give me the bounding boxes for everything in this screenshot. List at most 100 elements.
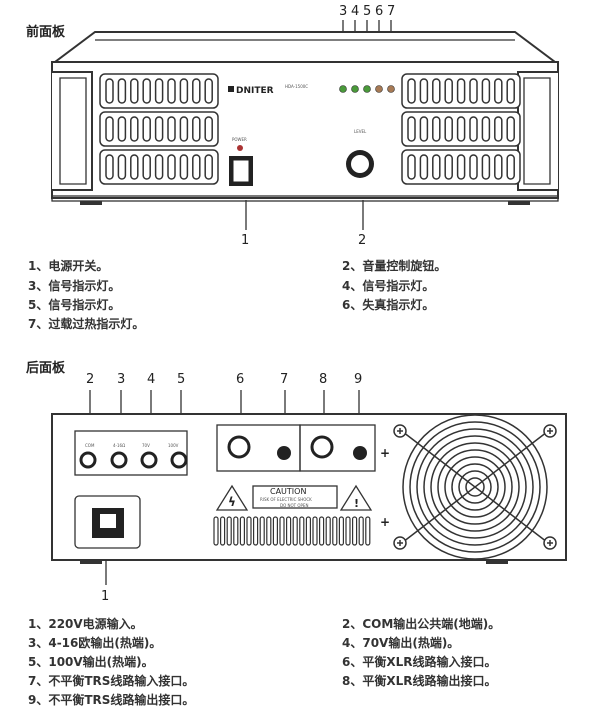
vent-slot [286,516,292,546]
fan-grill-ring [416,428,534,546]
legend-item: 5、100V输出(热端)。 [28,654,154,669]
vent-slot [142,78,151,104]
legend-item: 7、不平衡TRS线路输入接口。 [28,673,194,688]
volume-knob[interactable] [346,150,374,178]
svg-text:2: 2 [86,372,94,387]
legend-item: 1、电源开关。 [28,258,108,273]
vent-slot [345,516,351,546]
svg-text:8: 8 [319,372,327,387]
brand-logo: DNITER HDA-1500C [228,84,308,96]
vent-slot [142,154,151,180]
vent-slot [239,516,245,546]
vent-slot [117,116,127,142]
callout-1: 1 [241,233,249,248]
vent-slot [432,78,441,104]
vent-slot [213,516,219,546]
right-vent [401,73,521,185]
fan-grill-ring [444,456,506,518]
vent-slot [117,78,127,104]
vent-slot [154,116,164,142]
vent-slot [226,516,232,546]
vent-slot [204,78,213,104]
callout-7: 7 [387,4,395,19]
svg-text:RISK OF ELECTRIC SHOCK: RISK OF ELECTRIC SHOCK [260,497,312,502]
fan-grill-ring [437,449,513,525]
svg-text:!: ! [354,497,359,510]
vent-slot [179,78,189,104]
vent-slot [456,154,466,180]
callout-2: 2 [358,233,366,248]
vent-slot [506,116,515,142]
vent-slot [117,154,127,180]
power-switch[interactable] [229,156,253,186]
vent-slot [179,116,189,142]
binding-post [140,451,158,469]
front-panel-title: 前面板 [26,24,66,40]
vent-slot [192,154,201,180]
svg-text:+: + [380,446,390,460]
vent-slot [272,516,278,546]
legend-item: 6、失真指示灯。 [342,297,434,312]
fan-grill-ring [402,414,548,560]
legend-item: 5、信号指示灯。 [28,297,120,312]
vent-slot [444,78,453,104]
vent-slot [432,154,441,180]
vent-slot [407,116,416,142]
legend-item: 2、COM输出公共端(地端)。 [342,616,500,631]
vent-slot [154,154,164,180]
vent-slot [167,116,176,142]
vent-slot [358,516,364,546]
vent-slot [192,78,201,104]
vent-slot [365,516,371,546]
left-handle [52,71,93,191]
indicator-led [363,85,371,93]
level-label: LEVEL [354,129,367,134]
legend-item: 9、不平衡TRS线路输出接口。 [28,692,194,707]
legend-item: 3、4-16欧输出(热端)。 [28,635,161,650]
power-led [237,145,243,151]
vent-slot [494,78,503,104]
vent-slot [279,516,285,546]
vent-slot [192,116,201,142]
vent-slot [407,78,416,104]
vent-slot [444,154,453,180]
vent-slot [312,516,318,546]
vent-slot [105,154,114,180]
power-label: POWER [232,137,247,142]
callout-6: 6 [375,4,383,19]
front-chassis [51,31,559,205]
legend-item: 2、音量控制旋钮。 [342,258,446,273]
fan-grill-ring [423,435,527,539]
vent-slot [299,516,305,546]
vent-slot [167,154,176,180]
vent-slot [494,116,503,142]
xlr-output-jack [310,435,334,459]
vent-slot [352,516,358,546]
legend-item: 4、信号指示灯。 [342,278,434,293]
vent-slot [506,154,515,180]
legend-item: 8、平衡XLR线路输出接口。 [342,673,497,688]
fan-grill-ring [458,470,492,504]
indicator-led [351,85,359,93]
cooling-fan [393,414,557,560]
vent-slot [130,78,139,104]
rear-top-callouts: 2 3 4 5 6 7 8 9 [86,372,362,414]
caution-label: ϟ CAUTION RISK OF ELECTRIC SHOCK DO NOT … [215,484,373,511]
vent-slot [469,116,478,142]
vent-slot [204,154,213,180]
vent-slot [432,116,441,142]
left-vent [99,73,219,185]
power-inlet [74,495,141,549]
binding-post [110,451,128,469]
vent-slot [481,116,491,142]
vent-slot [167,78,176,104]
legend-item: 7、过载过热指示灯。 [28,316,144,331]
legend-item: 3、信号指示灯。 [28,278,120,293]
vent-slot [419,78,429,104]
svg-text:6: 6 [236,372,244,387]
vent-slot [419,116,429,142]
svg-text:100V: 100V [168,443,179,448]
rear-legend: 1、220V电源输入。 2、COM输出公共端(地端)。 3、4-16欧输出(热端… [28,616,500,707]
fan-grill-ring [465,477,485,497]
rear-vent [213,516,371,546]
